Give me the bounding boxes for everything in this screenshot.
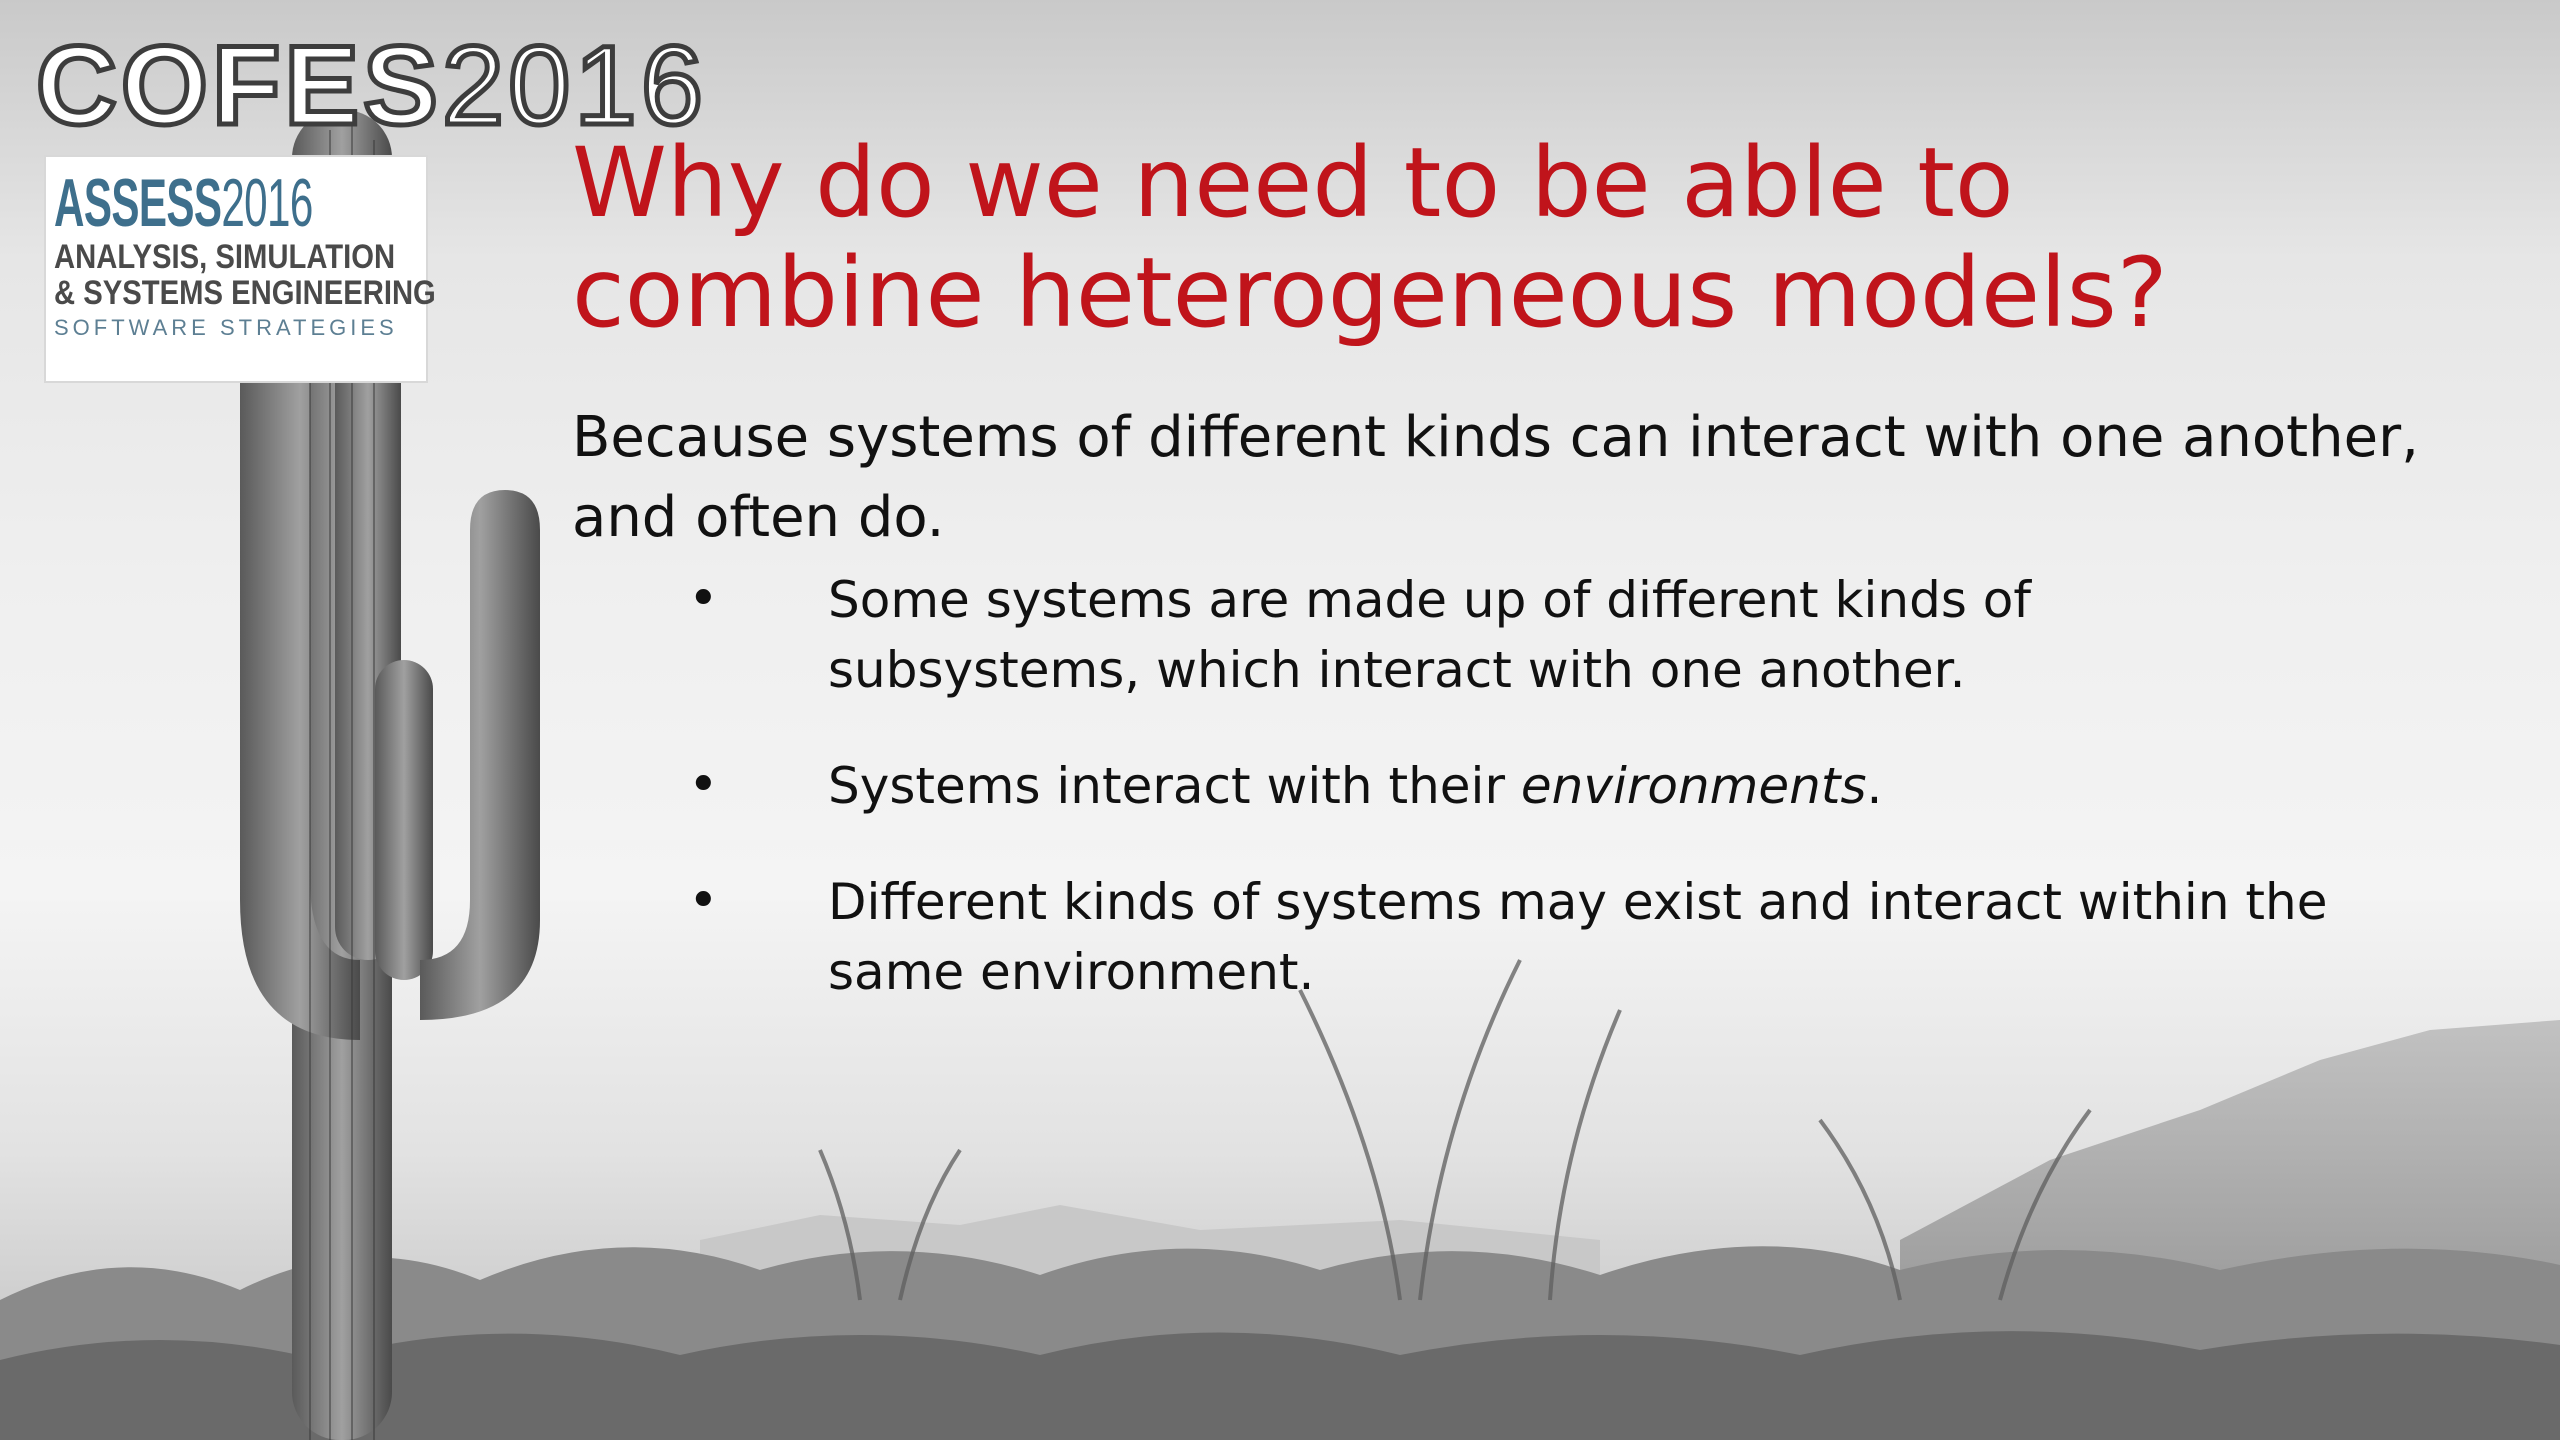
- slide-title: Why do we need to be able to combine het…: [572, 128, 2522, 348]
- bullet-text-emphasis: environments: [1520, 757, 1867, 815]
- bullet-marker: •: [688, 569, 719, 629]
- bullet-item: • Systems interact with their environmen…: [680, 751, 2480, 821]
- assess-logo-year: 2016: [221, 165, 313, 241]
- cofes-logo-word: COFES: [34, 23, 442, 148]
- assess-logo-line3: SOFTWARE STRATEGIES: [54, 315, 398, 340]
- assess-logo-word: ASSESS: [54, 165, 222, 241]
- assess-logo-line2: & SYSTEMS ENGINEERING: [54, 274, 436, 312]
- bullet-text: Systems interact with their environments…: [828, 751, 2480, 821]
- bullet-text-line: same environment.: [828, 943, 1315, 1001]
- assess-2016-logo: ASSESS2016 ANALYSIS, SIMULATION & SYSTEM…: [44, 155, 436, 383]
- bullet-marker: •: [688, 755, 719, 815]
- lead-paragraph: Because systems of different kinds can i…: [572, 405, 2419, 550]
- slide-title-line2: combine heterogeneous models?: [572, 237, 2168, 349]
- bullet-text-line: subsystems, which interact with one anot…: [828, 641, 1966, 699]
- bullet-list: • Some systems are made up of different …: [680, 565, 2480, 1053]
- assess-logo-line1: ANALYSIS, SIMULATION: [54, 238, 396, 276]
- bullet-text-line: Different kinds of systems may exist and…: [828, 873, 2328, 931]
- bullet-item: • Some systems are made up of different …: [680, 565, 2480, 705]
- bullet-marker: •: [688, 871, 719, 931]
- bullet-text: Some systems are made up of different ki…: [828, 565, 2480, 705]
- bullet-text-suffix: .: [1866, 757, 1883, 815]
- cofes-logo-year: 2016: [439, 23, 707, 148]
- bullet-text-prefix: Systems interact with their: [828, 757, 1521, 815]
- bullet-text: Different kinds of systems may exist and…: [828, 867, 2480, 1007]
- bullet-text-line: Some systems are made up of different ki…: [828, 571, 2031, 629]
- slide-title-line1: Why do we need to be able to: [572, 127, 2014, 239]
- assess-logo-title: ASSESS2016: [54, 165, 313, 241]
- cofes-2016-logo: COFES2016: [34, 27, 707, 144]
- bullet-item: • Different kinds of systems may exist a…: [680, 867, 2480, 1007]
